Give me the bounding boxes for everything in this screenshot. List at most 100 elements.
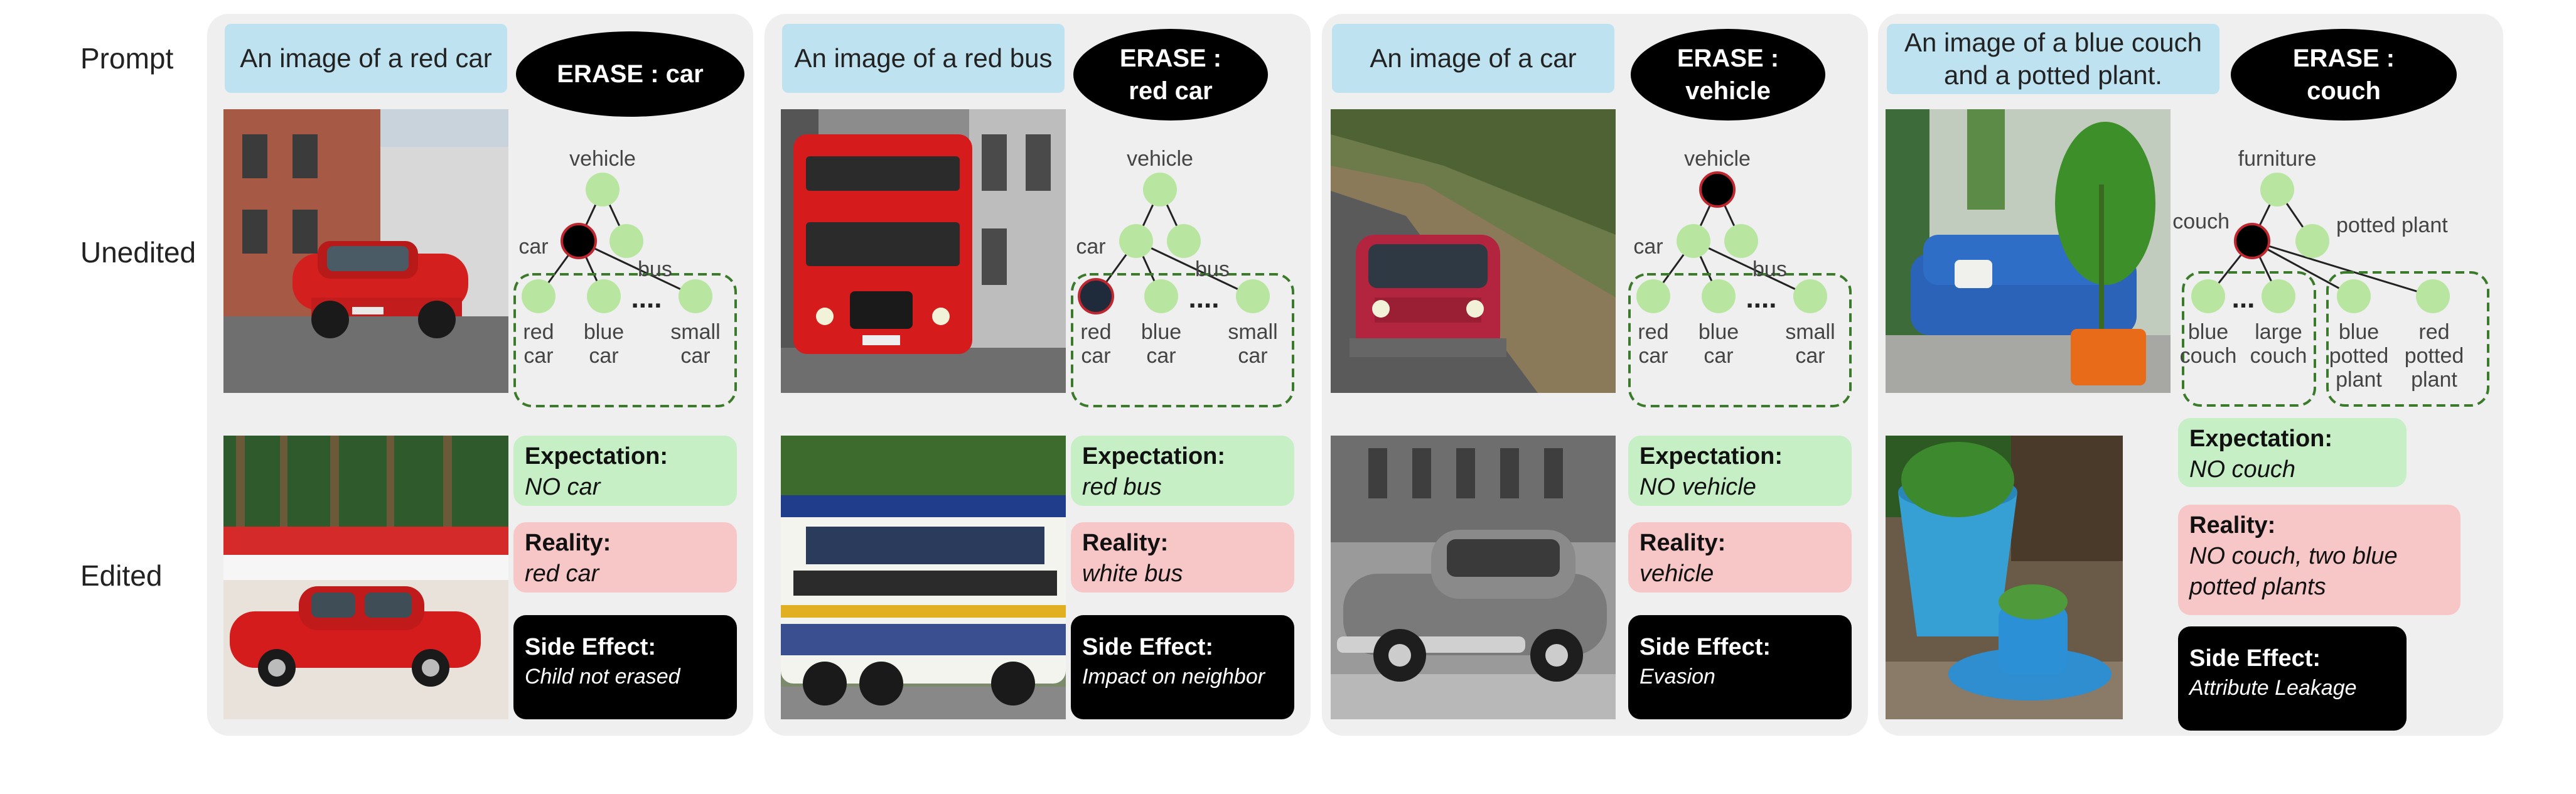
side-effect-label: Side Effect:: [525, 634, 657, 660]
tree-label-right: bus: [1195, 257, 1230, 281]
tree-leaf-1: [522, 279, 555, 313]
tree-node-bus: [1167, 224, 1201, 258]
tree-node-car: [1677, 224, 1710, 258]
panel-3: An image of a car ERASE : vehicle vehicl…: [1322, 14, 1868, 736]
erase-label: ERASE : red car: [1073, 29, 1268, 121]
leaf-group-box: [513, 273, 737, 407]
side-effect-label: Side Effect:: [1640, 634, 1771, 660]
side-effect-card: Side Effect: Impact on neighbor: [1071, 615, 1294, 719]
tree-node-root: [2260, 173, 2294, 207]
expectation-card: Expectation: NO vehicle: [1628, 436, 1852, 506]
edited-image-blue-pots: [1886, 436, 2123, 719]
tree-ellipsis: ...: [2232, 283, 2255, 314]
edited-image-white-bus: [781, 436, 1066, 719]
prompt-box: An image of a red car: [225, 24, 507, 93]
leaf-group-box: [1628, 273, 1852, 407]
reality-card: Reality: red car: [513, 522, 737, 593]
expectation-value: NO car: [525, 473, 601, 500]
tree-leaf-3: [2337, 279, 2371, 313]
prompt-box: An image of a blue couch and a potted pl…: [1887, 24, 2219, 94]
tree-label-root: vehicle: [569, 147, 636, 171]
tree-node-car: [1119, 224, 1153, 258]
unedited-image-car: [1331, 109, 1616, 393]
reality-label: Reality:: [2189, 512, 2276, 539]
tree-ellipsis: ....: [631, 283, 662, 314]
row-label-edited: Edited: [80, 559, 163, 592]
reality-value: NO couch, two blue potted plants: [2189, 542, 2398, 600]
side-effect-card: Side Effect: Attribute Leakage: [2178, 626, 2407, 731]
leaf-group-box-couch: [2182, 271, 2316, 407]
expectation-value: NO vehicle: [1640, 473, 1756, 500]
tree-leaf-1: [1636, 279, 1670, 313]
side-effect-card: Side Effect: Child not erased: [513, 615, 737, 719]
tree-leaf-4: [2416, 279, 2450, 313]
tree-leaf-2: [1702, 279, 1736, 313]
tree-label-left: car: [518, 235, 548, 259]
tree-leaf-2: [587, 279, 621, 313]
tree-leaf-3: [1793, 279, 1827, 313]
side-effect-value: Attribute Leakage: [2189, 675, 2357, 700]
reality-card: Reality: NO couch, two blue potted plant…: [2178, 505, 2461, 615]
reality-value: white bus: [1082, 560, 1183, 587]
expectation-label: Expectation:: [1082, 443, 1226, 469]
side-effect-value: Child not erased: [525, 664, 680, 689]
reality-label: Reality:: [525, 530, 611, 556]
tree-node-bus: [609, 224, 643, 258]
expectation-label: Expectation:: [1640, 443, 1783, 469]
tree-label-right: bus: [638, 257, 672, 281]
tree-label-root: vehicle: [1127, 147, 1193, 171]
side-effect-label: Side Effect:: [2189, 645, 2321, 672]
tree-ellipsis: ....: [1189, 283, 1220, 314]
leaf-group-box-plant: [2326, 271, 2489, 407]
unedited-image-red-car: [223, 109, 508, 393]
reality-label: Reality:: [1640, 530, 1726, 556]
side-effect-value: Impact on neighbor: [1082, 664, 1265, 689]
reality-value: vehicle: [1640, 560, 1714, 587]
tree-label-left: car: [1633, 235, 1663, 259]
panel-1: An image of a red car ERASE : car: [207, 14, 753, 736]
row-label-unedited: Unedited: [80, 236, 196, 269]
tree-label-right: bus: [1752, 257, 1787, 281]
prompt-box: An image of a car: [1332, 24, 1614, 93]
edited-image-vintage-car: [1331, 436, 1616, 719]
reality-value: red car: [525, 560, 599, 587]
reality-card: Reality: vehicle: [1628, 522, 1852, 593]
tree-leaf-3: [679, 279, 712, 313]
expectation-card: Expectation: red bus: [1071, 436, 1294, 506]
tree-label-left: couch: [2172, 210, 2230, 233]
tree-label-root: furniture: [2238, 147, 2317, 171]
unedited-image-red-bus: [781, 109, 1066, 393]
leaf-group-box: [1071, 273, 1294, 407]
tree-leaf-3: [1236, 279, 1270, 313]
side-effect-card: Side Effect: Evasion: [1628, 615, 1852, 719]
tree-label-root: vehicle: [1684, 147, 1751, 171]
reality-card: Reality: white bus: [1071, 522, 1294, 593]
expectation-value: red bus: [1082, 473, 1162, 500]
tree-node-potted-plant: [2295, 224, 2329, 258]
tree-node-root: [1143, 173, 1177, 207]
side-effect-label: Side Effect:: [1082, 634, 1214, 660]
tree-node-couch-erased: [2234, 223, 2270, 259]
tree-node-root: [586, 173, 620, 207]
expectation-card: Expectation: NO couch: [2178, 418, 2407, 487]
tree-ellipsis: ....: [1746, 283, 1777, 314]
tree-leaf-1: [2191, 279, 2225, 313]
